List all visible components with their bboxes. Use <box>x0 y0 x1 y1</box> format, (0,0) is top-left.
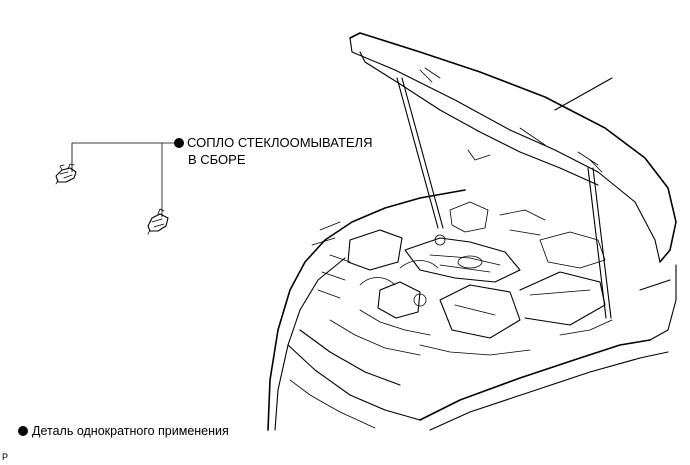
legend: Деталь однократного применения <box>18 423 229 439</box>
washer-nozzle-1 <box>55 163 77 185</box>
single-use-dot-icon <box>18 426 28 436</box>
legend-text: Деталь однократного применения <box>32 424 229 438</box>
single-use-dot-icon <box>174 138 184 148</box>
hood-struts <box>396 77 612 319</box>
part-label-line1: СОПЛО СТЕКЛООМЫВАТЕЛЯ <box>187 135 373 150</box>
part-label-line2: В СБОРЕ <box>188 152 246 167</box>
figure-code: P <box>2 452 9 462</box>
engine-components <box>311 201 613 356</box>
open-hood <box>349 32 677 263</box>
car-body <box>267 189 677 431</box>
leader-lines <box>71 142 175 218</box>
washer-nozzle-label: СОПЛО СТЕКЛООМЫВАТЕЛЯ В СБОРЕ <box>174 134 372 168</box>
washer-nozzle-2 <box>147 208 169 235</box>
windshield-edge <box>554 77 613 111</box>
